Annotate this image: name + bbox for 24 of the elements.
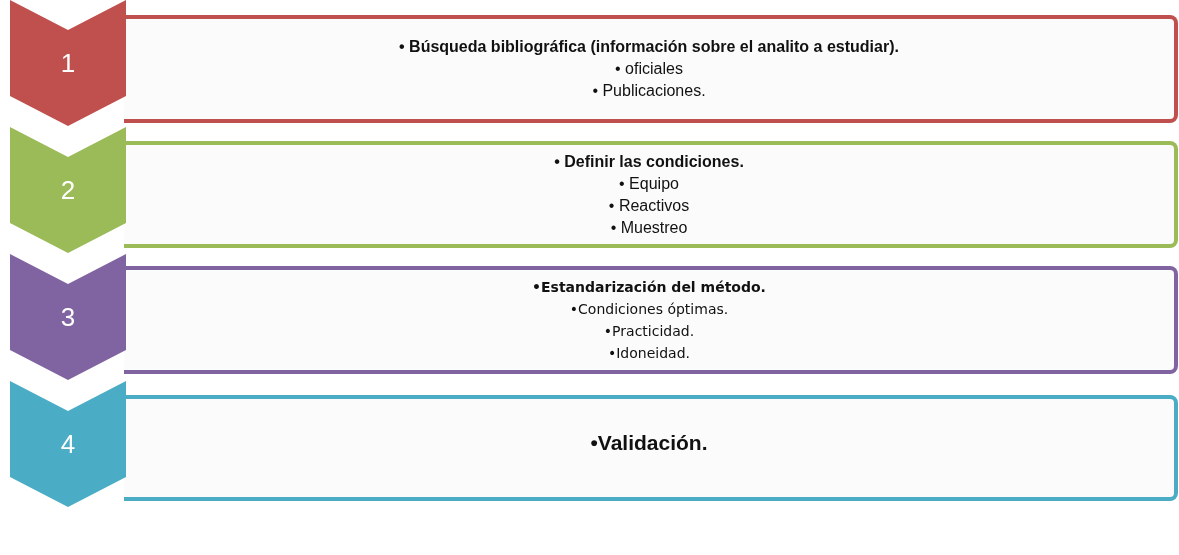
step-box [124, 15, 1178, 123]
bullet-item: • Publicaciones. [592, 81, 706, 101]
chevron-step [10, 254, 126, 380]
step-box [124, 141, 1178, 248]
bullet-item: •Practicidad. [603, 322, 695, 341]
chevron-step [10, 0, 126, 126]
step-number: 3 [59, 302, 77, 333]
step-heading: •Estandarización del método. [532, 278, 766, 297]
step-number: 2 [59, 175, 77, 206]
step-number: 1 [59, 48, 77, 79]
step-heading: • Definir las condiciones. [554, 151, 744, 172]
bullet-item: • Equipo [619, 173, 679, 194]
bullet-item: • Reactivos [608, 195, 690, 216]
bullet-item: • oficiales [615, 59, 683, 79]
bullet-item: • Muestreo [610, 217, 688, 238]
chevron-step [10, 127, 126, 253]
step-box [124, 266, 1178, 374]
step-heading: • Búsqueda bibliográfica (información sobre el analito a estudiar). [399, 37, 899, 57]
step-heading: •Validación. [590, 432, 708, 454]
bullet-item: •Idoneidad. [608, 344, 690, 363]
step-box [124, 395, 1178, 501]
bullet-item: •Condiciones óptimas. [569, 300, 729, 319]
step-number: 4 [59, 429, 77, 460]
chevron-step [10, 381, 126, 507]
